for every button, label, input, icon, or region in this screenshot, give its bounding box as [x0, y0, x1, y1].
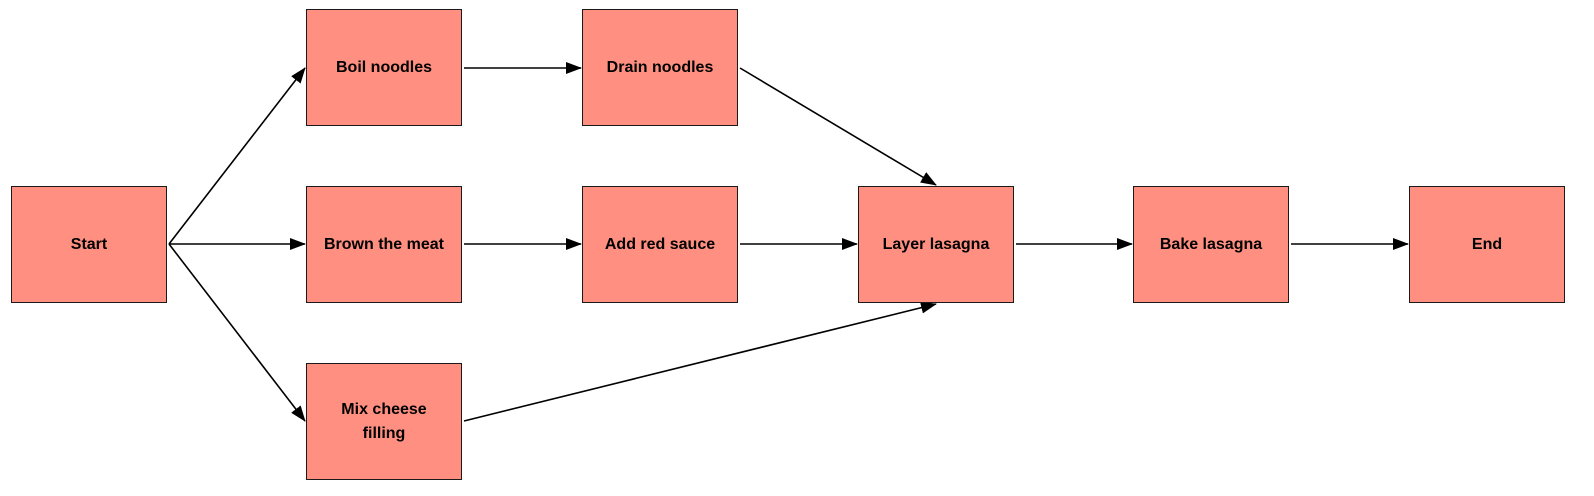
node-mix-cheese-filling-label: Mix cheese filling [341, 400, 427, 442]
edge-start-to-boil-noodles [168, 67, 306, 245]
node-drain-noodles-label: Drain noodles [606, 58, 714, 76]
node-add-red-sauce[interactable]: Add red sauce [582, 186, 738, 303]
node-layer-lasagna-label: Layer lasagna [882, 235, 990, 253]
edge-drain-to-layer-lasagna [739, 67, 937, 186]
node-drain-noodles[interactable]: Drain noodles [582, 9, 738, 126]
node-mix-cheese-filling[interactable]: Mix cheese filling [306, 363, 462, 480]
node-boil-noodles[interactable]: Boil noodles [306, 9, 462, 126]
node-end-label: End [1471, 235, 1503, 253]
node-layer-lasagna[interactable]: Layer lasagna [858, 186, 1014, 303]
node-start-label: Start [70, 235, 108, 253]
node-brown-meat[interactable]: Brown the meat [306, 186, 462, 303]
edge-mix-cheese-to-layer-lasagna [463, 301, 937, 422]
node-boil-noodles-label: Boil noodles [336, 58, 432, 76]
node-bake-lasagna-label: Bake lasagna [1159, 235, 1263, 253]
edge-start-to-mix-cheese [168, 243, 306, 422]
node-end[interactable]: End [1409, 186, 1565, 303]
node-start[interactable]: Start [11, 186, 167, 303]
node-brown-meat-label: Brown the meat [323, 235, 444, 253]
node-bake-lasagna[interactable]: Bake lasagna [1133, 186, 1289, 303]
node-add-red-sauce-label: Add red sauce [604, 235, 716, 253]
